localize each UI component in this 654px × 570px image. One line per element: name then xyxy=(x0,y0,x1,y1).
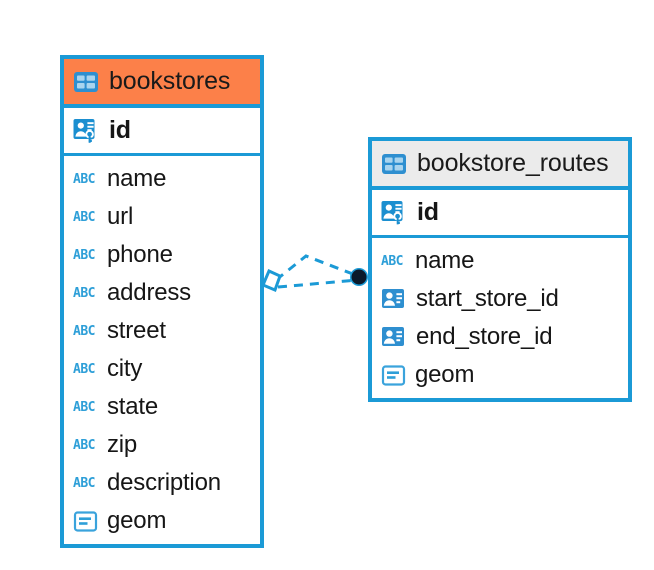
field-label: zip xyxy=(107,431,138,458)
geometry-icon xyxy=(73,509,98,534)
abc-text-icon: ABC xyxy=(73,361,95,377)
relationship-line-upper xyxy=(275,254,359,282)
field-label: phone xyxy=(107,241,173,268)
field-row-name[interactable]: ABC name xyxy=(64,160,260,198)
field-row-description[interactable]: ABC description xyxy=(64,464,260,502)
field-list-bookstore-routes: ABC name start_store_id xyxy=(372,238,628,394)
foreign-key-icon xyxy=(381,324,407,350)
abc-text-icon: ABC xyxy=(73,399,95,415)
field-label: name xyxy=(107,165,167,192)
table-icon xyxy=(73,69,99,95)
geometry-icon xyxy=(381,363,406,388)
field-row-street[interactable]: ABC street xyxy=(64,312,260,350)
field-row-start-store-id[interactable]: start_store_id xyxy=(372,280,628,318)
abc-text-icon: ABC xyxy=(73,475,95,491)
field-row-state[interactable]: ABC state xyxy=(64,388,260,426)
entity-title: bookstores xyxy=(109,67,231,95)
field-label: start_store_id xyxy=(416,285,559,312)
field-label: address xyxy=(107,279,191,306)
field-label: id xyxy=(109,116,131,144)
field-row-geom[interactable]: geom xyxy=(64,502,260,540)
abc-text-icon: ABC xyxy=(73,437,95,453)
foreign-key-icon xyxy=(381,286,407,312)
field-list-bookstores: ABC name ABC url ABC phone ABC address A… xyxy=(64,156,260,540)
field-row-url[interactable]: ABC url xyxy=(64,198,260,236)
field-label: state xyxy=(107,393,159,420)
field-row-address[interactable]: ABC address xyxy=(64,274,260,312)
abc-text-icon: ABC xyxy=(73,247,95,263)
entity-bookstore-routes[interactable]: bookstore_routes id ABC name xyxy=(368,137,632,402)
field-label: city xyxy=(107,355,143,382)
filled-circle-marker xyxy=(350,268,368,286)
entity-bookstores[interactable]: bookstores id xyxy=(60,55,264,548)
diamond-marker xyxy=(261,269,282,292)
relationship-line-lower xyxy=(277,278,359,289)
field-row-phone[interactable]: ABC phone xyxy=(64,236,260,274)
field-label: geom xyxy=(415,361,475,388)
entity-header-bookstore-routes[interactable]: bookstore_routes xyxy=(372,141,628,190)
field-label: id xyxy=(417,198,439,226)
field-label: description xyxy=(107,469,221,496)
field-row-id[interactable]: id xyxy=(64,108,260,156)
field-label: end_store_id xyxy=(416,323,553,350)
primary-key-icon xyxy=(73,117,100,144)
abc-text-icon: ABC xyxy=(381,253,403,269)
field-label: street xyxy=(107,317,166,344)
field-label: url xyxy=(107,203,134,230)
relationship-connector[interactable] xyxy=(258,243,374,313)
field-label: name xyxy=(415,247,475,274)
field-label: geom xyxy=(107,507,167,534)
field-row-zip[interactable]: ABC zip xyxy=(64,426,260,464)
abc-text-icon: ABC xyxy=(73,171,95,187)
abc-text-icon: ABC xyxy=(73,285,95,301)
field-row-geom[interactable]: geom xyxy=(372,356,628,394)
abc-text-icon: ABC xyxy=(73,209,95,225)
entity-title: bookstore_routes xyxy=(417,149,609,177)
field-row-id[interactable]: id xyxy=(372,190,628,238)
field-row-city[interactable]: ABC city xyxy=(64,350,260,388)
field-row-name[interactable]: ABC name xyxy=(372,242,628,280)
field-row-end-store-id[interactable]: end_store_id xyxy=(372,318,628,356)
table-icon xyxy=(381,151,407,177)
entity-header-bookstores[interactable]: bookstores xyxy=(64,59,260,108)
abc-text-icon: ABC xyxy=(73,323,95,339)
primary-key-icon xyxy=(381,199,408,226)
